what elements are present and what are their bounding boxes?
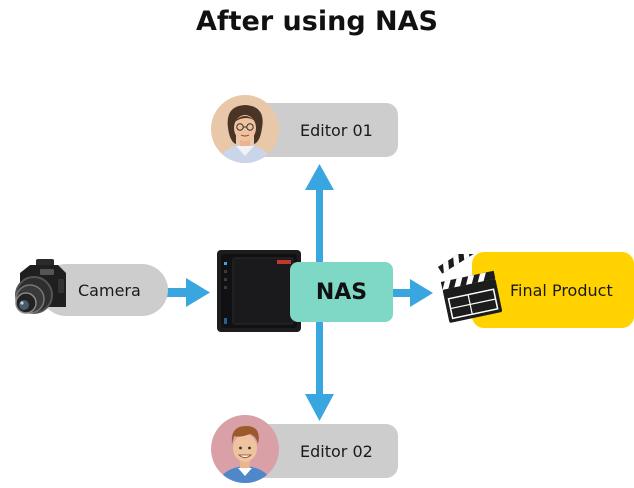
editor-female-avatar-icon <box>211 95 279 163</box>
nas-device-icon <box>217 250 301 332</box>
clapperboard-icon <box>438 254 503 323</box>
arrow-camera-to-nas <box>160 278 210 307</box>
editor2-node: Editor 02 <box>252 424 398 478</box>
arrow-nas-to-editor2 <box>305 320 334 421</box>
arrow-nas-to-editor1 <box>305 164 334 265</box>
arrow-nas-to-final <box>393 279 433 307</box>
camera-label: Camera <box>78 280 141 300</box>
final-product-node: Final Product <box>472 252 634 328</box>
camera-icon <box>15 259 66 314</box>
editor1-label: Editor 01 <box>300 120 373 140</box>
editor-male-avatar-icon <box>211 415 279 483</box>
editor2-label: Editor 02 <box>300 441 373 461</box>
nas-node: NAS <box>290 262 393 322</box>
final-product-label: Final Product <box>510 280 613 300</box>
nas-label: NAS <box>315 279 368 305</box>
diagram-title: After using NAS <box>195 6 438 37</box>
